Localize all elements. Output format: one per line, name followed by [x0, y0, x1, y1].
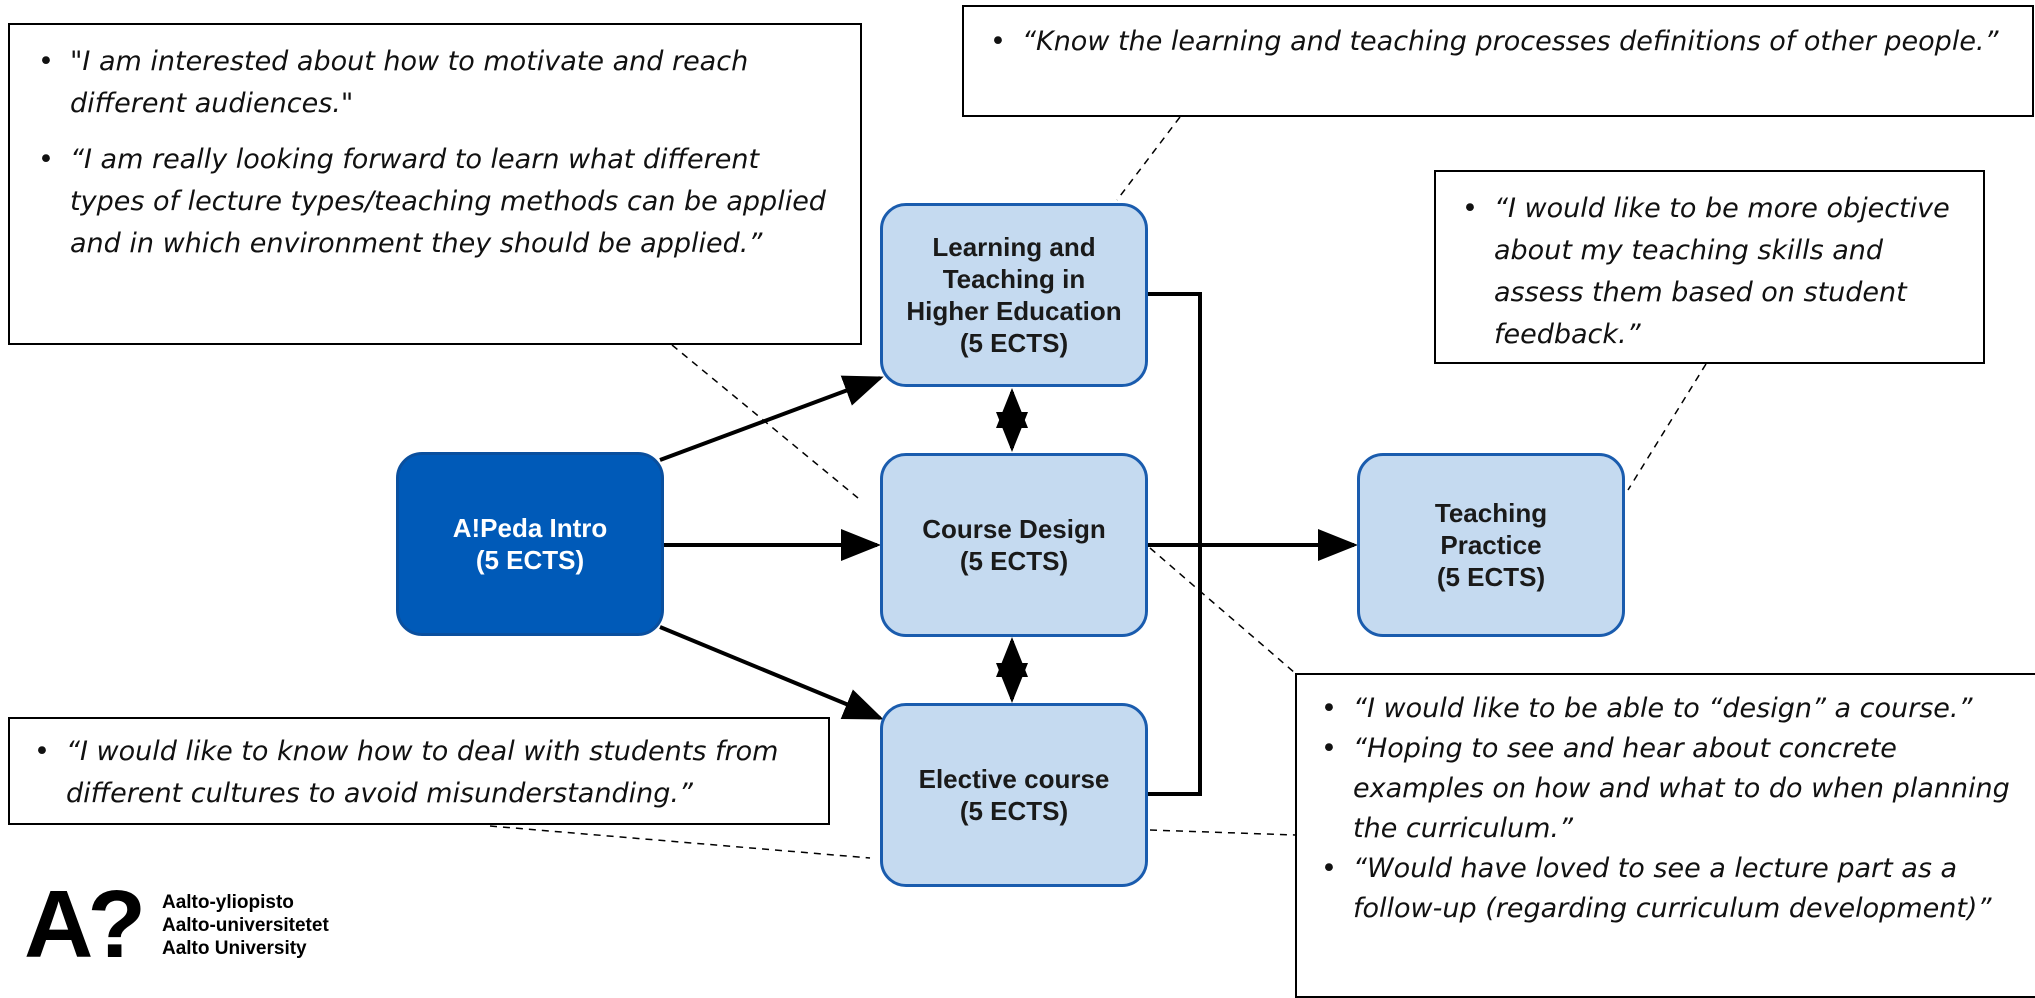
- logo-line: Aalto-yliopisto: [161, 891, 294, 913]
- arrow-intro-to-learning: [659, 375, 884, 462]
- node-label: A!Peda Intro (5 ECTS): [452, 513, 608, 575]
- quote-box-top-right: “I would like to be more objective about…: [1434, 170, 1985, 364]
- arrow-intro-to-elective: [659, 625, 884, 720]
- leader-bottom-right-b: [1149, 829, 1296, 836]
- quote-text: “Would have loved to see a lecture part …: [1317, 849, 2018, 929]
- leader-top-left: [671, 344, 859, 499]
- node-apeda-intro: A!Peda Intro (5 ECTS): [396, 452, 664, 636]
- quote-text: “Hoping to see and hear about concrete e…: [1317, 729, 2018, 849]
- leader-top-right: [1627, 363, 1707, 491]
- quote-box-bottom-right: “I would like to be able to “design” a c…: [1295, 673, 2035, 998]
- leader-bottom-left: [489, 825, 871, 859]
- node-label: Teaching Practice (5 ECTS): [1434, 498, 1548, 592]
- node-teaching-practice: Teaching Practice (5 ECTS): [1357, 453, 1625, 637]
- node-elective-course: Elective course (5 ECTS): [880, 703, 1148, 887]
- logo-line: Aalto-universitetet: [161, 914, 329, 936]
- logo-mark: A?: [24, 871, 146, 978]
- quote-text: “I would like to be more objective about…: [1458, 188, 1961, 356]
- leader-top: [1116, 116, 1181, 201]
- node-label: Learning and Teaching in Higher Educatio…: [906, 232, 1122, 358]
- quote-box-bottom-left: “I would like to know how to deal with s…: [8, 717, 830, 825]
- aalto-logo: A? Aalto-yliopisto Aalto-universitetet A…: [24, 871, 329, 978]
- node-learning-teaching: Learning and Teaching in Higher Educatio…: [880, 203, 1148, 387]
- quote-text: “I would like to be able to “design” a c…: [1317, 689, 2018, 729]
- quote-text: “I am really looking forward to learn wh…: [34, 139, 836, 265]
- quote-text: “Know the learning and teaching processe…: [986, 21, 2008, 63]
- logo-line: Aalto University: [161, 937, 307, 959]
- node-label: Course Design (5 ECTS): [922, 514, 1106, 576]
- node-course-design: Course Design (5 ECTS): [880, 453, 1148, 637]
- quote-box-top-left: "I am interested about how to motivate a…: [8, 23, 862, 345]
- quote-text: "I am interested about how to motivate a…: [34, 41, 836, 125]
- node-label: Elective course (5 ECTS): [918, 764, 1110, 826]
- quote-box-top: “Know the learning and teaching processe…: [962, 5, 2034, 117]
- quote-text: “I would like to know how to deal with s…: [30, 731, 808, 815]
- logo-text: Aalto-yliopisto Aalto-universitetet Aalt…: [162, 891, 329, 960]
- leader-bottom-right-a: [1149, 547, 1296, 674]
